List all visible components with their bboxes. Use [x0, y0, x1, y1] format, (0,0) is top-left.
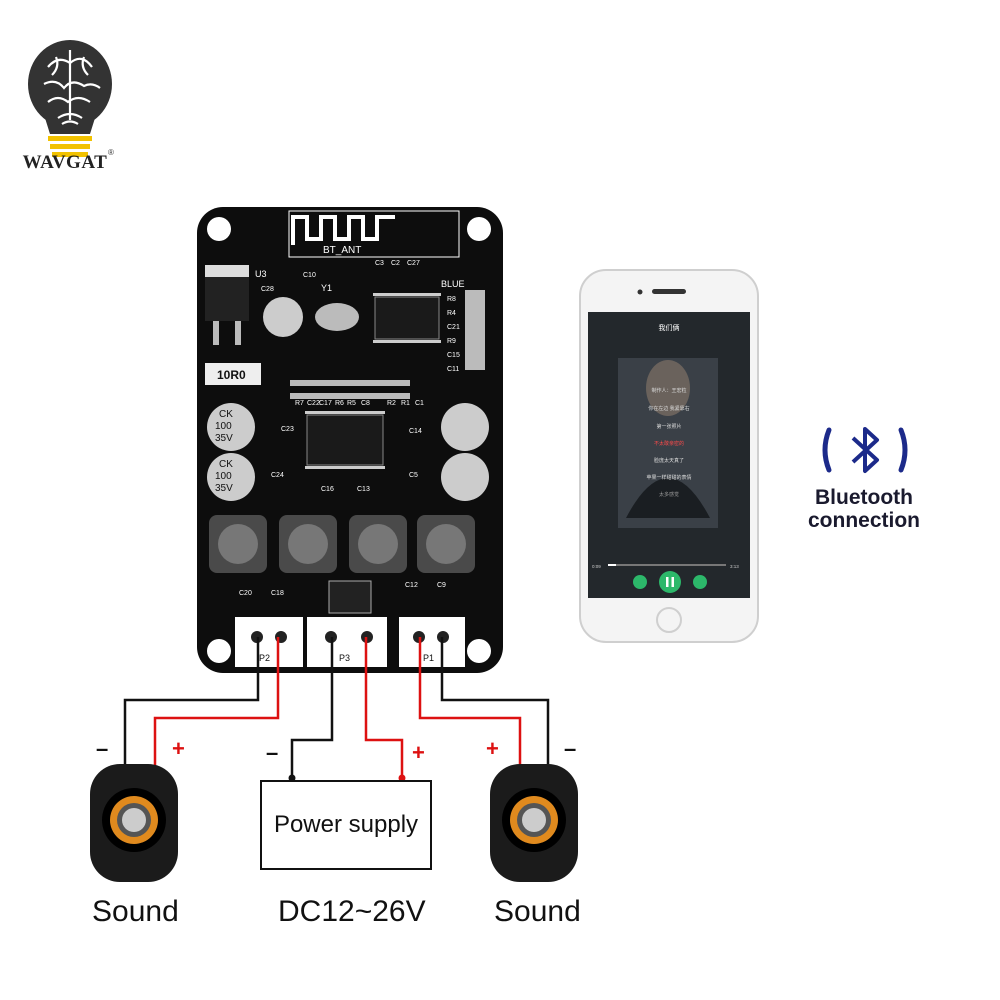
smartphone: 我们俩 制作人：王宏粒 你在左边 我紧靠右 第一张照片 不太敢亲密的 脸庞太天真… — [579, 269, 759, 643]
component-label: C10 — [303, 272, 316, 279]
svg-text:制作人：王宏粒: 制作人：王宏粒 — [651, 387, 686, 394]
component-label: R1 — [401, 400, 410, 407]
component-label: R7 — [295, 400, 304, 407]
bluetooth-label-line2: connection — [807, 509, 920, 532]
brand-name: WAVGAT — [22, 152, 108, 173]
wavgat-logo — [28, 40, 112, 157]
svg-text:35V: 35V — [215, 433, 233, 444]
component-label: C17 — [319, 400, 332, 407]
svg-text:脸庞太天真了: 脸庞太天真了 — [654, 457, 684, 464]
bluetooth-icon — [822, 427, 908, 473]
component-label: C27 — [407, 260, 420, 267]
right-minus: – — [564, 736, 577, 761]
component-label: C5 — [409, 472, 418, 479]
component-label: C9 — [437, 582, 446, 589]
sound-right-label: Sound — [494, 895, 581, 928]
time-elapsed: 0:09 — [592, 564, 601, 569]
led-label: BLUE — [441, 279, 465, 289]
component-label: C15 — [447, 352, 460, 359]
bluetooth-label-line1: Bluetooth — [815, 486, 913, 509]
component-label: C3 — [375, 260, 384, 267]
component-label: C1 — [415, 400, 424, 407]
component-label: C14 — [409, 428, 422, 435]
component-label: C23 — [281, 426, 294, 433]
port-p2: P2 — [259, 653, 270, 663]
component-label: C22 — [307, 400, 320, 407]
amplifier-board: BT_ANT U3 CK 100 35V CK 100 35V 10R0 Y1 … — [197, 207, 503, 673]
svg-text:不太敢亲密的: 不太敢亲密的 — [654, 440, 684, 447]
component-label: C16 — [321, 486, 334, 493]
registered-mark: ® — [108, 148, 114, 157]
regulator-label: U3 — [255, 269, 267, 279]
left-minus: – — [96, 736, 109, 761]
component-label: R6 — [335, 400, 344, 407]
speaker-right-icon — [490, 764, 578, 882]
svg-text:第一张照片: 第一张照片 — [656, 423, 681, 430]
antenna-label: BT_ANT — [323, 245, 361, 256]
svg-text:苹果一样甜甜的表情: 苹果一样甜甜的表情 — [646, 474, 691, 481]
center-minus: – — [266, 740, 279, 765]
svg-text:你在左边 我紧靠右: 你在左边 我紧靠右 — [648, 405, 689, 412]
svg-text:CK: CK — [219, 459, 233, 470]
component-label: C8 — [361, 400, 370, 407]
svg-text:100: 100 — [215, 471, 232, 482]
component-label: R8 — [447, 296, 456, 303]
time-total: 3:13 — [730, 564, 739, 569]
component-label: C12 — [405, 582, 418, 589]
center-plus: + — [412, 740, 425, 765]
power-supply-box: Power supply — [260, 780, 432, 870]
svg-text:35V: 35V — [215, 483, 233, 494]
svg-text:CK: CK — [219, 409, 233, 420]
component-label: R2 — [387, 400, 396, 407]
dc-voltage-label: DC12~26V — [278, 895, 426, 928]
component-label: R9 — [447, 338, 456, 345]
bluetooth-label: Bluetooth connection — [790, 486, 938, 532]
port-p1: P1 — [423, 653, 434, 663]
svg-text:太多感觉: 太多感觉 — [659, 491, 679, 498]
component-label: C13 — [357, 486, 370, 493]
component-label: R5 — [347, 400, 356, 407]
right-plus: + — [486, 736, 499, 761]
sound-left-label: Sound — [92, 895, 179, 928]
svg-text:100: 100 — [215, 421, 232, 432]
component-label: R4 — [447, 310, 456, 317]
component-label: C24 — [271, 472, 284, 479]
crystal-label: Y1 — [321, 283, 332, 293]
resistor-label: 10R0 — [217, 368, 246, 382]
component-label: C11 — [447, 366, 459, 373]
component-label: C21 — [447, 324, 460, 331]
speaker-left-icon — [90, 764, 178, 882]
power-supply-label: Power supply — [273, 811, 419, 838]
component-label: C20 — [239, 590, 252, 597]
component-label: C28 — [261, 286, 274, 293]
port-p3: P3 — [339, 653, 350, 663]
phone-song-title: 我们俩 — [659, 323, 680, 332]
component-label: C18 — [271, 590, 284, 597]
left-plus: + — [172, 736, 185, 761]
component-label: C2 — [391, 260, 400, 267]
